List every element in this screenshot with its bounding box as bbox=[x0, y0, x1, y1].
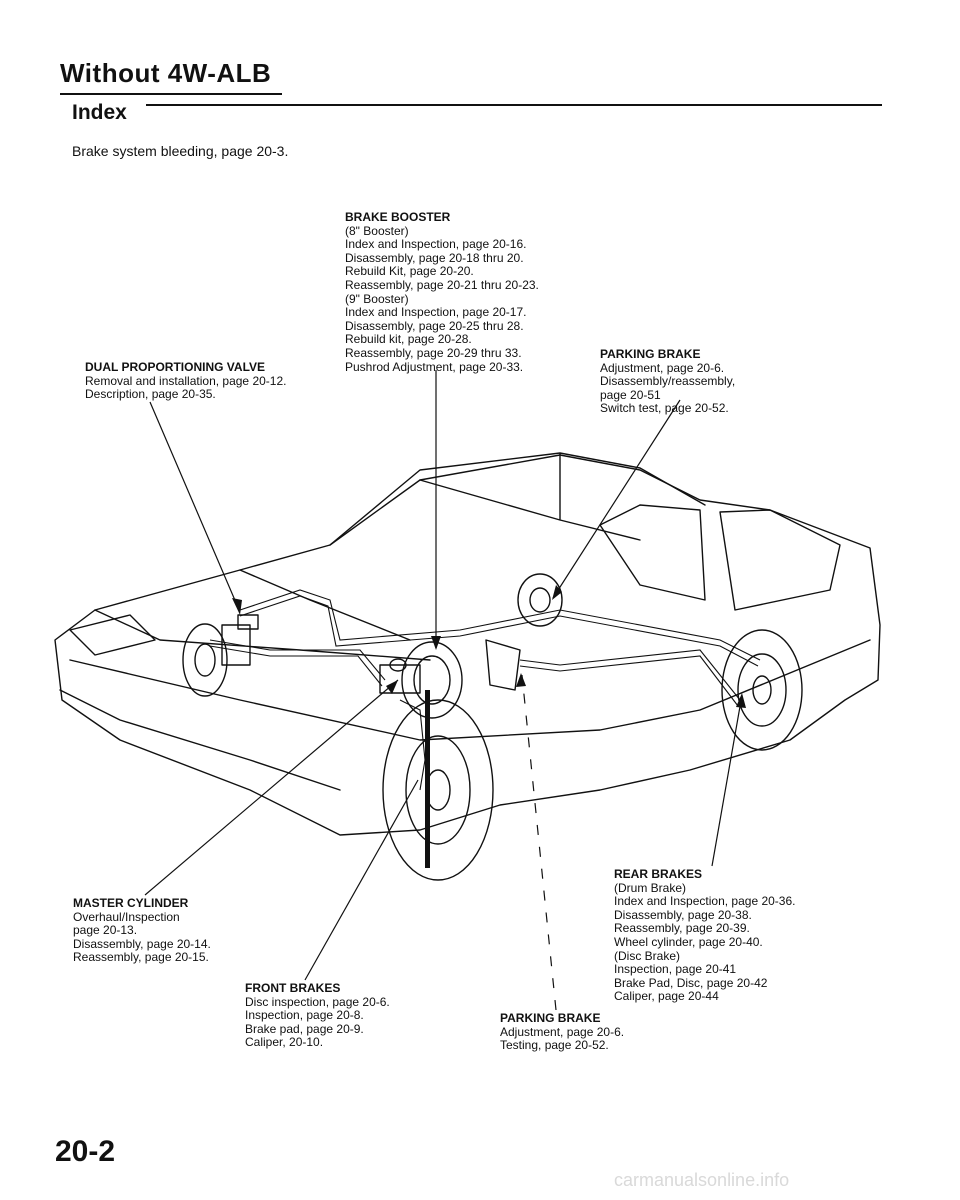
margin-bar bbox=[425, 690, 430, 868]
callout-line: Reassembly, page 20-39. bbox=[614, 921, 750, 936]
car-body-outline bbox=[54, 454, 881, 836]
leader-master-cylinder bbox=[144, 679, 399, 896]
title-underline bbox=[60, 93, 282, 95]
parking-brake-lever bbox=[517, 573, 563, 627]
callout-line: Reassembly, page 20-15. bbox=[73, 950, 209, 965]
car-bumper bbox=[59, 689, 341, 791]
callout-heading: BRAKE BOOSTER bbox=[345, 210, 451, 224]
brake-line-down bbox=[399, 699, 426, 791]
callout-line: Removal and installation, page 20-12. bbox=[85, 373, 287, 388]
leader-parking-brake-top bbox=[552, 399, 681, 599]
leader-parking-brake-bottom bbox=[521, 674, 557, 1011]
callout-line: Disc inspection, page 20-6. bbox=[245, 994, 390, 1009]
watermark: carmanualsonline.info bbox=[614, 1170, 790, 1190]
callout-heading: PARKING BRAKE bbox=[600, 347, 701, 361]
callout-line: Index and Inspection, page 20-16. bbox=[345, 237, 527, 252]
callout-line: Pushrod Adjustment, page 20-33. bbox=[345, 359, 524, 374]
callout-line: Rebuild kit, page 20-28. bbox=[345, 332, 472, 347]
callout-line: Adjustment, page 20-6. bbox=[500, 1024, 625, 1039]
callout-line: Disassembly, page 20-38. bbox=[614, 907, 752, 922]
callout-line: Description, page 20-35. bbox=[85, 387, 216, 402]
callout-heading: MASTER CYLINDER bbox=[73, 896, 189, 910]
left-front-brake bbox=[182, 623, 228, 697]
callout-line: Wheel cylinder, page 20-40. bbox=[614, 934, 763, 949]
callout-line: Inspection, page 20-41 bbox=[614, 962, 737, 977]
callout-line: Brake Pad, Disc, page 20-42 bbox=[614, 975, 768, 990]
callout-heading: DUAL PROPORTIONING VALVE bbox=[85, 360, 266, 374]
intro-text: Brake system bleeding, page 20-3. bbox=[72, 143, 289, 159]
callout-line: Overhaul/Inspection bbox=[73, 909, 180, 924]
page-title: Without 4W-ALB bbox=[60, 58, 272, 88]
callout-line: Rebuild Kit, page 20-20. bbox=[345, 264, 474, 279]
callout-line: Inspection, page 20-8. bbox=[245, 1008, 364, 1023]
callout-line: page 20-51 bbox=[600, 387, 661, 402]
callout-line: Adjustment, page 20-6. bbox=[600, 360, 725, 375]
brake-line-front bbox=[239, 589, 761, 661]
brake-line-left bbox=[209, 639, 386, 681]
callout-line: Brake pad, page 20-9. bbox=[245, 1021, 364, 1036]
callout-line: Disassembly, page 20-25 thru 28. bbox=[345, 318, 524, 333]
front-wheel bbox=[382, 699, 494, 881]
callout-rear-brakes: REAR BRAKES (Drum Brake) Index and Inspe… bbox=[614, 867, 796, 1004]
parking-cable bbox=[519, 649, 741, 701]
callout-line: page 20-13. bbox=[73, 923, 138, 938]
callout-heading: PARKING BRAKE bbox=[500, 1011, 601, 1025]
callout-front-brakes: FRONT BRAKES Disc inspection, page 20-6.… bbox=[245, 981, 390, 1050]
callout-line: Reassembly, page 20-29 thru 33. bbox=[345, 345, 522, 360]
car-hood bbox=[94, 569, 431, 661]
callout-line: Caliper, page 20-44 bbox=[614, 989, 719, 1004]
callout-heading: FRONT BRAKES bbox=[245, 981, 341, 995]
callout-line: (Drum Brake) bbox=[614, 880, 687, 895]
section-heading: Index bbox=[72, 101, 127, 124]
callout-parking-brake-top: PARKING BRAKE Adjustment, page 20-6. Dis… bbox=[600, 347, 736, 416]
callout-line: Index and Inspection, page 20-36. bbox=[614, 894, 796, 909]
callout-line: Index and Inspection, page 20-17. bbox=[345, 305, 527, 320]
callout-line: Testing, page 20-52. bbox=[500, 1038, 609, 1053]
callout-proportioning-valve: DUAL PROPORTIONING VALVE Removal and ins… bbox=[85, 360, 287, 402]
callout-line: (8" Booster) bbox=[345, 223, 409, 238]
callout-brake-booster: BRAKE BOOSTER (8" Booster) Index and Ins… bbox=[345, 210, 539, 374]
car-side-line bbox=[69, 639, 871, 741]
car-windows bbox=[599, 504, 841, 611]
master-cylinder bbox=[379, 664, 421, 694]
callout-master-cylinder: MASTER CYLINDER Overhaul/Inspection page… bbox=[73, 896, 211, 965]
leader-front-brakes bbox=[304, 779, 419, 981]
section-rule bbox=[146, 104, 882, 106]
callout-line: (9" Booster) bbox=[345, 291, 409, 306]
callout-parking-brake-bottom: PARKING BRAKE Adjustment, page 20-6. Tes… bbox=[500, 1011, 625, 1053]
leader-proportioning-valve bbox=[149, 401, 241, 613]
callout-line: Disassembly/reassembly, bbox=[600, 374, 736, 389]
rear-wheel bbox=[721, 629, 803, 751]
brake-booster bbox=[401, 641, 463, 719]
callout-line: Caliper, 20-10. bbox=[245, 1035, 324, 1050]
callout-line: (Disc Brake) bbox=[614, 948, 681, 963]
car-roof bbox=[329, 452, 706, 546]
callout-line: Disassembly, page 20-18 thru 20. bbox=[345, 250, 524, 265]
front-headlight bbox=[69, 614, 156, 656]
proportioning-valve bbox=[237, 614, 259, 630]
callout-line: Disassembly, page 20-14. bbox=[73, 936, 211, 951]
page-number: 20-2 bbox=[55, 1135, 116, 1168]
callout-line: Reassembly, page 20-21 thru 20-23. bbox=[345, 277, 539, 292]
callout-heading: REAR BRAKES bbox=[614, 867, 703, 881]
callout-line: Switch test, page 20-52. bbox=[600, 401, 729, 416]
leader-rear-brakes bbox=[711, 694, 743, 867]
